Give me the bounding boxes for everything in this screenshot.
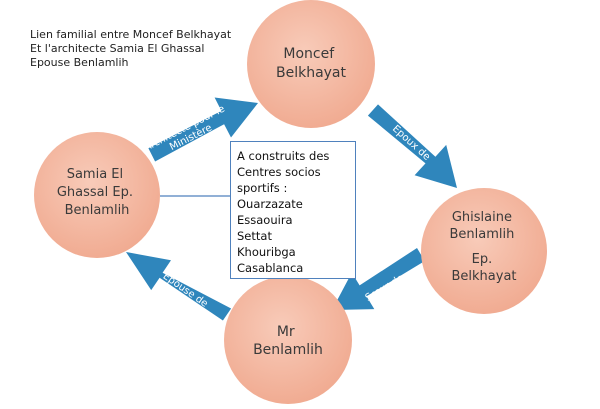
node-ghislaine-line-1: Ghislaine [452,210,512,225]
node-ghislaine-line-2: Benlamlih [449,227,514,242]
svg-text:Mr Benlamlih: Mr Benlamlih [253,324,323,358]
arrow-mr-samia-label: Epouse de [161,271,210,310]
node-samia-line-2: Ghassal Ep. [57,185,133,200]
info-line-6: Settat [237,229,272,243]
title-line-3: Epouse Benlamlih [30,56,129,69]
info-line-8: Casablanca [237,261,304,275]
title-line-1: Lien familial entre Moncef Belkhayat [30,28,232,41]
info-line-3: sportifs : [237,181,288,195]
info-box: A construits des Centres socios sportifs… [230,141,356,279]
node-ghislaine: Ghislaine Benlamlih Ep. Belkhayat [421,188,547,314]
node-moncef: Moncef Belkhayat [247,0,375,128]
node-ghislaine-line-3: Ep. [472,252,493,267]
node-moncef-line-2: Belkhayat [276,65,347,81]
svg-text:Moncef Belkhayat: Moncef Belkhayat [276,46,347,81]
diagram-title: Lien familial entre Moncef Belkhayat Et … [30,28,231,70]
info-line-2: Centres socios [237,165,321,179]
node-mr-line-1: Mr [277,324,295,340]
info-line-1: A construits des [237,149,330,163]
arrow-mr-to-samia: Epouse de [126,252,232,321]
node-mr-line-2: Benlamlih [253,342,323,358]
node-moncef-line-1: Moncef [283,46,335,62]
title-line-2: Et l'architecte Samia El Ghassal [30,42,205,55]
svg-text:Epouse de: Epouse de [161,271,210,310]
arrow-moncef-ghislaine-label: Epoux de [390,123,432,162]
svg-text:Epoux de: Epoux de [390,123,432,162]
node-mr: Mr Benlamlih [224,276,352,404]
node-ghislaine-line-4: Belkhayat [451,269,516,284]
arrow-moncef-to-ghislaine: Epoux de [367,104,457,188]
info-line-4: Ouarzazate [237,197,303,211]
svg-text:Samia El Ghassal Ep.: Samia El Ghassal Ep. Benlamlih [57,167,137,218]
info-line-7: Khouribga [237,245,296,259]
svg-text:Ghislaine Benlamlih: Ghislaine Benlamlih Ep. Belkhayat [449,210,518,284]
node-samia: Samia El Ghassal Ep. Benlamlih [34,132,160,258]
node-samia-line-3: Benlamlih [65,203,130,218]
node-samia-line-1: Samia El [67,167,123,182]
info-line-5: Essaouira [237,213,293,227]
